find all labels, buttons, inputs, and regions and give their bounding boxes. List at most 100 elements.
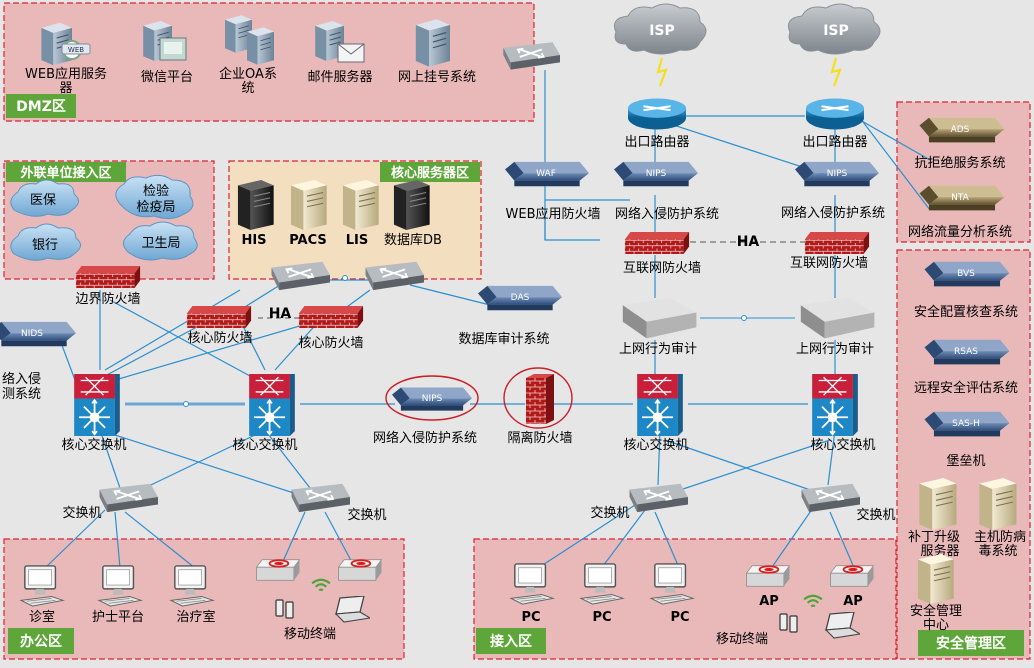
web-server-label-2: 器 (59, 81, 72, 96)
office-mobile-label: 移动终端 (284, 626, 336, 642)
svg-text:DAS: DAS (511, 293, 530, 303)
lis-label: LIS (346, 233, 368, 248)
cdc-label-2: 检疫局 (136, 199, 175, 215)
core-firewall-left (186, 306, 252, 328)
patch-label-2: 服务器 (920, 543, 959, 559)
router-left-label: 出口路由器 (624, 134, 689, 150)
core-firewall-right-label: 核心防火墙 (298, 335, 363, 351)
behavior-audit-right-label: 上网行为审计 (796, 342, 874, 357)
nips-mid-device: NIPS (392, 387, 472, 411)
security-zone-tag: 安全管理区 (936, 635, 1006, 652)
mgmt-label-1: 安全管理 (910, 603, 962, 619)
internet-firewall-right-label: 互联网防火墙 (790, 255, 868, 271)
switch-3 (628, 482, 688, 514)
svg-text:BVS: BVS (957, 269, 975, 279)
sash-device: SAS-H (924, 411, 1010, 437)
nips-top-right-label: 网络入侵防护系统 (781, 205, 885, 221)
svg-text:SAS-H: SAS-H (952, 419, 980, 429)
router-right (806, 97, 864, 131)
db-audit-label: 数据库审计系统 (458, 331, 549, 347)
registration-label: 网上挂号系统 (398, 70, 476, 85)
patch-label-1: 补丁升级 (908, 530, 960, 545)
web-badge: WEB (68, 46, 84, 54)
cdc-label-1: 检验 (143, 183, 169, 199)
isp-right-label: ISP (823, 23, 849, 39)
rsas-device: RSAS (924, 339, 1010, 365)
svg-text:ADS: ADS (951, 125, 970, 135)
isp-left-label: ISP (649, 23, 675, 39)
switch-3-label: 交换机 (590, 505, 629, 521)
insurance-label: 医保 (30, 193, 56, 208)
dmz-zone (3, 2, 535, 122)
office-zone-tag: 办公区 (20, 633, 62, 650)
his-server (237, 180, 274, 230)
nids-label-2: 测系统 (2, 387, 41, 402)
core-switch-1-label: 核心交换机 (61, 437, 126, 453)
db-label: 数据库DB (384, 232, 442, 248)
waf-label: WEB应用防火墙 (506, 206, 601, 222)
config-check-label: 安全配置核查系统 (914, 304, 1018, 320)
internet-firewall-left-label: 互联网防火墙 (623, 260, 701, 276)
mail-label: 邮件服务器 (307, 69, 372, 85)
web-server-label: WEB应用服务 (25, 66, 107, 82)
access-ap-1-label: AP (759, 594, 779, 609)
core-switch-1 (73, 374, 121, 436)
db-server (393, 180, 430, 230)
core-switch-2 (248, 374, 296, 436)
patch-server (918, 478, 958, 530)
dmz-zone-tag: DMZ区 (16, 99, 66, 115)
nips-top-left: NIPS (614, 161, 698, 187)
external-clouds (10, 174, 198, 261)
internet-firewall-right (804, 232, 870, 254)
core-switch-3 (636, 374, 684, 436)
svg-text:NIPS: NIPS (646, 169, 667, 179)
internet-firewall-left (624, 232, 690, 254)
wechat-server (142, 20, 187, 62)
core-switch-2-label: 核心交换机 (232, 437, 297, 453)
router-left (628, 97, 686, 131)
health-label: 卫生局 (141, 236, 180, 251)
switch-2 (290, 482, 350, 514)
switch-1 (98, 482, 158, 514)
svg-text:WAF: WAF (536, 169, 556, 179)
svg-text:NIDS: NIDS (21, 329, 43, 339)
svg-text:NIPS: NIPS (827, 169, 848, 179)
mail-server (314, 20, 365, 63)
bank-label: 银行 (32, 238, 58, 253)
office-ap-2 (338, 558, 382, 582)
access-pc-1-label: PC (521, 610, 540, 625)
av-label-1: 主机防病 (974, 529, 1026, 545)
his-label: HIS (241, 233, 266, 248)
isp-cloud-left: ISP (614, 3, 707, 87)
external-zone-tag: 外联单位接入区 (19, 165, 111, 181)
core-switch-3-label: 核心交换机 (623, 437, 688, 453)
ha-core-label: HA (269, 306, 292, 322)
nips-mid-highlight (385, 375, 479, 421)
isolation-firewall (526, 374, 554, 424)
core-firewall-left-label: 核心防火墙 (187, 330, 252, 346)
core-switch-4-label: 核心交换机 (810, 437, 875, 453)
access-pc-2-label: PC (592, 610, 611, 625)
access-ap-2 (830, 564, 874, 588)
access-zone-tag: 接入区 (490, 633, 532, 650)
registration-server (415, 18, 450, 68)
connection-lines (44, 70, 931, 571)
web-server: WEB (40, 22, 91, 66)
nips-mid-label: 网络入侵防护系统 (373, 430, 477, 446)
isolation-fw-highlight (503, 367, 573, 429)
pacs-server (290, 180, 327, 230)
anti-ddos-label: 抗拒绝服务系统 (914, 155, 1005, 171)
mgmt-center-server (917, 554, 955, 604)
isolation-fw-label: 隔离防火墙 (507, 430, 572, 446)
das-device: DAS (478, 285, 562, 311)
core-switch-4 (811, 374, 859, 436)
router-right-label: 出口路由器 (802, 134, 867, 150)
bastion-label: 堡垒机 (946, 453, 985, 469)
behavior-audit-left-label: 上网行为审计 (619, 342, 697, 357)
nurse-label: 护士平台 (92, 610, 144, 625)
switch-2-label: 交换机 (347, 507, 386, 523)
nids-device: NIDS (0, 321, 76, 347)
nips-top-right: NIPS (795, 161, 879, 187)
oa-label: 企业OA系 (219, 66, 277, 82)
